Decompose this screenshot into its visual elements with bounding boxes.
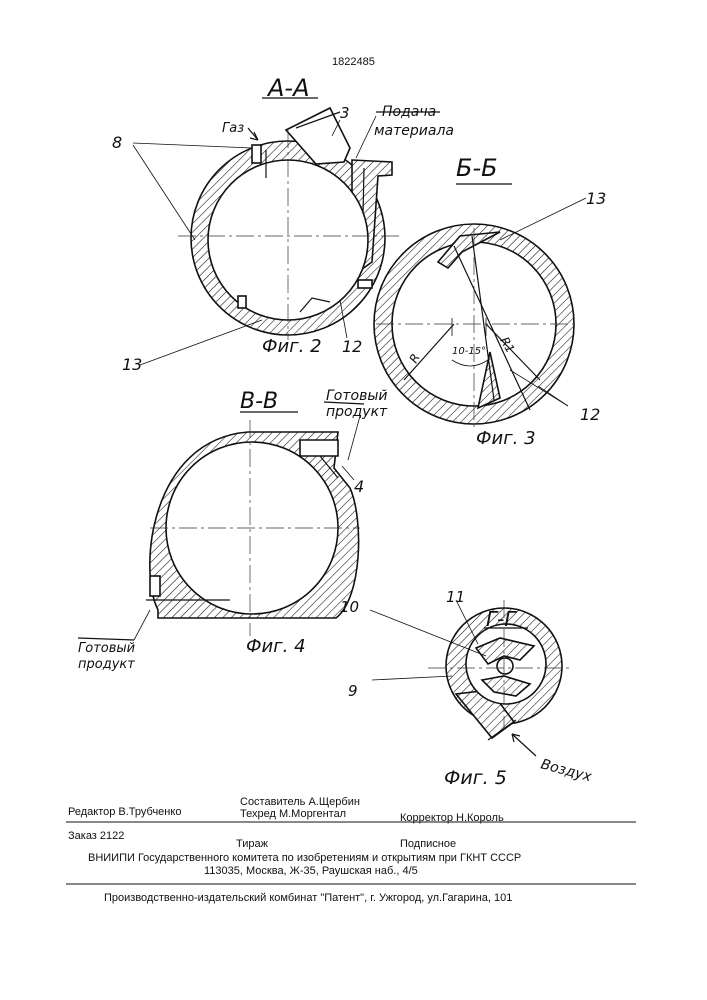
callout-9: 9 [348, 682, 358, 700]
imprint-publisher: Производственно-издательский комбинат "П… [104, 892, 512, 904]
angle-label: 10-15° [452, 346, 486, 357]
figure-3-caption: Фиг. 3 [476, 428, 536, 449]
callout-4: 4 [354, 477, 364, 496]
fig2-gas-nozzle [252, 145, 261, 163]
section-v-v-label: В-В [240, 389, 278, 414]
feed-label-1: Подача [382, 104, 436, 120]
imprint-techeditor: Техред М.Моргентал [240, 808, 346, 820]
imprint-editor: Редактор В.Трубченко [68, 806, 181, 818]
section-g-g-label: Г-Г [486, 607, 517, 631]
callout-10: 10 [340, 598, 359, 616]
callout-11: 11 [446, 588, 465, 606]
product-label-2: продукт [326, 404, 388, 420]
product-left-label-2: продукт [78, 657, 135, 672]
product-label-1: Готовый [326, 388, 388, 404]
callout-8: 8 [112, 133, 122, 152]
figure-5-section-g-g [370, 600, 572, 756]
product-left-label-1: Готовый [78, 641, 135, 656]
callout-12-fig3: 12 [580, 405, 600, 424]
gas-label: Газ [222, 121, 244, 136]
imprint-address: 113035, Москва, Ж-35, Раушская наб., 4/5 [204, 865, 418, 877]
air-label: Воздух [539, 756, 594, 785]
section-b-b-label: Б-Б [456, 154, 498, 182]
imprint-circulation: Тираж [236, 838, 268, 850]
imprint-order: Заказ 2122 [68, 830, 124, 842]
figure-4-section-v-v [78, 402, 364, 640]
figure-2-caption: Фиг. 2 [262, 336, 322, 357]
callout-13-fig3: 13 [586, 189, 606, 208]
imprint-subscription: Подписное [400, 838, 456, 850]
imprint-institute: ВНИИПИ Государственного комитета по изоб… [88, 852, 521, 864]
figure-3-section-b-b [374, 184, 586, 428]
callout-13-fig2: 13 [122, 355, 142, 374]
imprint-corrector: Корректор Н.Король [400, 812, 504, 824]
imprint-composer: Составитель А.Щербин [240, 796, 360, 808]
figure-5-caption: Фиг. 5 [444, 767, 507, 789]
callout-12-fig2: 12 [342, 337, 362, 356]
callout-3: 3 [340, 104, 350, 122]
section-a-a-label: A-A [266, 74, 310, 102]
feed-label-2: материала [374, 123, 454, 139]
figure-4-caption: Фиг. 4 [246, 636, 306, 657]
